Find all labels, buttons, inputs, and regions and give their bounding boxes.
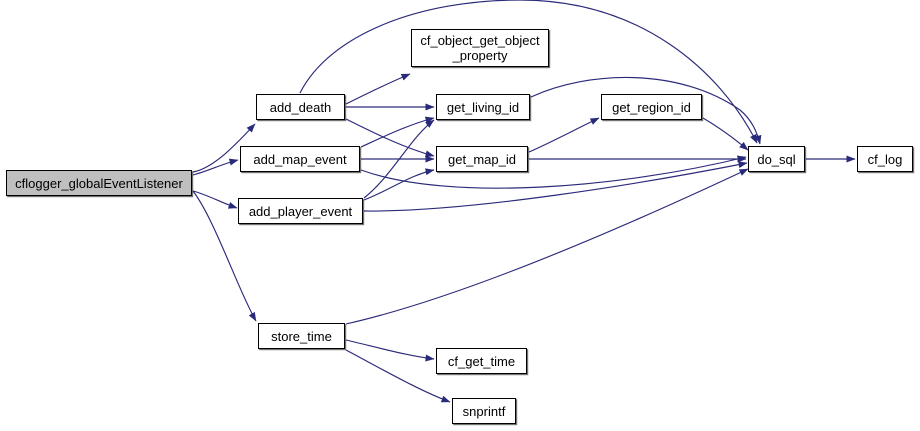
graph-node-label: store_time (271, 328, 332, 344)
call-edge (363, 168, 435, 201)
call-edge (345, 73, 411, 105)
graph-node-add_map_event[interactable]: add_map_event (240, 146, 360, 172)
graph-node-add_death[interactable]: add_death (256, 94, 345, 120)
graph-node-do_sql[interactable]: do_sql (748, 146, 805, 172)
graph-node-label: cf_log (867, 151, 903, 167)
graph-node-label: do_sql (757, 151, 796, 167)
call-edge (702, 117, 749, 151)
call-edge (528, 117, 600, 153)
call-edge (360, 155, 747, 189)
graph-node-label: add_death (269, 99, 332, 115)
graph-node-add_player_event[interactable]: add_player_event (238, 198, 363, 224)
graph-node-label: add_map_event (253, 151, 347, 167)
graph-node-cf_object_get_object_property[interactable]: cf_object_get_object _property (411, 29, 549, 67)
call-edge (192, 190, 238, 209)
call-edge (345, 349, 451, 403)
graph-node-label: cf_object_get_object _property (420, 33, 540, 63)
graph-node-store_time[interactable]: store_time (258, 323, 345, 349)
graph-node-get_map_id[interactable]: get_map_id (436, 146, 528, 172)
graph-node-get_living_id[interactable]: get_living_id (436, 94, 530, 120)
graph-node-label: get_region_id (612, 99, 691, 115)
call-edge (345, 339, 435, 362)
call-edge (363, 119, 435, 199)
graph-node-label: cf_get_time (447, 353, 516, 369)
graph-node-label: add_player_event (248, 203, 353, 219)
graph-node-snprintf[interactable]: snprintf (452, 398, 516, 424)
graph-node-label: get_map_id (448, 151, 516, 167)
graph-node-cf_get_time[interactable]: cf_get_time (436, 348, 527, 374)
graph-node-get_region_id[interactable]: get_region_id (601, 94, 702, 120)
graph-node-label: cflogger_globalEventListener (15, 175, 183, 191)
call-edge (345, 118, 435, 158)
graph-node-label: snprintf (462, 403, 506, 419)
call-edge (192, 190, 257, 322)
graph-node-cf_log[interactable]: cf_log (857, 146, 913, 172)
call-edge (345, 168, 749, 325)
call-edge (299, 0, 758, 144)
call-edge (363, 161, 748, 212)
call-edge (530, 76, 762, 145)
graph-node-label: get_living_id (446, 99, 520, 115)
call-edge (192, 158, 239, 176)
graph-node-cflogger_globalEventListener[interactable]: cflogger_globalEventListener (6, 170, 192, 196)
call-edge (192, 123, 256, 173)
